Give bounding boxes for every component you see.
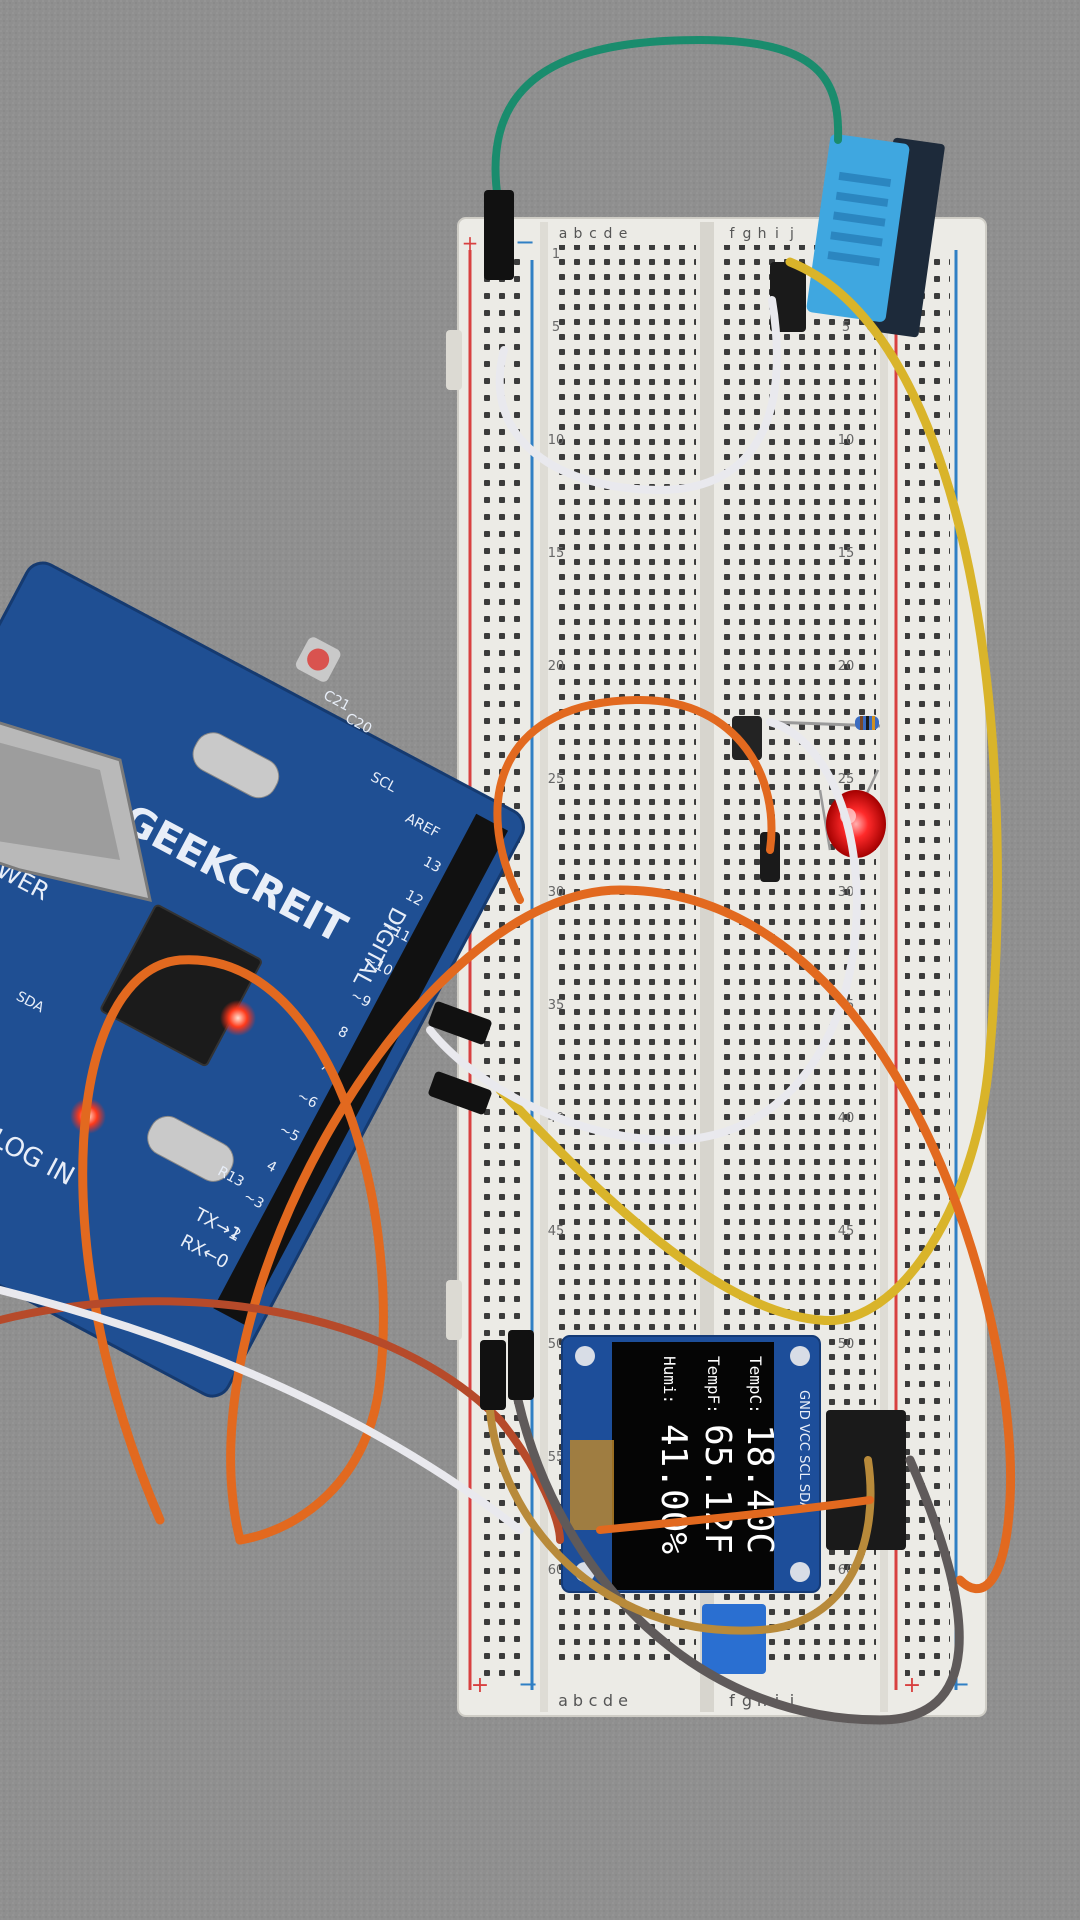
oled-header-connector bbox=[826, 1410, 906, 1550]
row-number-right: 45 bbox=[838, 1224, 855, 1239]
resistor bbox=[769, 716, 881, 730]
wire-orange-oled bbox=[596, 1496, 874, 1534]
oled-flex-cable bbox=[570, 1440, 614, 1530]
oled-temp-f-label: TempF: bbox=[704, 1356, 723, 1414]
transistor bbox=[732, 716, 762, 760]
row-number-right: 50 bbox=[838, 1337, 855, 1352]
wire-yellow-long bbox=[495, 257, 1002, 1325]
wire-green-plug bbox=[484, 190, 514, 280]
rail-minus-bottom-left: − bbox=[518, 1670, 538, 1698]
row-number-left: 60 bbox=[548, 1563, 565, 1578]
row-number-right: 40 bbox=[838, 1111, 855, 1126]
column-letter-bottom: a bbox=[558, 1691, 568, 1710]
column-letter-bottom: c bbox=[589, 1691, 598, 1710]
oled-screen bbox=[612, 1342, 774, 1590]
row-number-left: 25 bbox=[548, 772, 565, 787]
arduino-board: GEEKCREIT DIGITAL POWER ANALOG IN TX→1 R… bbox=[0, 561, 525, 1398]
column-letter-top: h bbox=[758, 226, 767, 242]
column-letter-bottom: e bbox=[618, 1691, 628, 1710]
column-letter-bottom: b bbox=[573, 1691, 583, 1710]
dht-connector bbox=[770, 262, 806, 332]
wire-white-mid bbox=[426, 718, 861, 1145]
oled-ribbon-tab bbox=[702, 1604, 766, 1674]
row-number-left: 35 bbox=[548, 998, 565, 1013]
row-number-right: 30 bbox=[838, 885, 855, 900]
row-number-left: 5 bbox=[552, 320, 560, 335]
row-number-left: 10 bbox=[548, 433, 565, 448]
column-letter-top: i bbox=[775, 226, 779, 242]
oled-humidity-value: 41.00% bbox=[653, 1424, 694, 1554]
wire-green bbox=[491, 35, 843, 204]
row-number-left: 45 bbox=[548, 1224, 565, 1239]
wire-white-top bbox=[495, 296, 781, 495]
column-letter-top: g bbox=[743, 226, 752, 242]
row-number-left: 50 bbox=[548, 1337, 565, 1352]
oled-temp-c-value: 18.40C bbox=[739, 1424, 780, 1554]
onboard-led-l bbox=[220, 1000, 256, 1036]
column-letter-bottom: d bbox=[603, 1691, 613, 1710]
usb-jack bbox=[0, 721, 152, 902]
wire-plug-4 bbox=[428, 1071, 492, 1115]
column-letter-top: e bbox=[619, 226, 628, 242]
column-letter-bottom: f bbox=[729, 1691, 735, 1710]
row-number-right: 5 bbox=[842, 320, 850, 335]
row-number-right: 15 bbox=[838, 546, 855, 561]
row-number-right: 20 bbox=[838, 659, 855, 674]
column-letter-top: c bbox=[589, 226, 597, 242]
rail-plus-top-left: + bbox=[462, 231, 479, 255]
column-letter-top: d bbox=[604, 226, 613, 242]
wire-pin-orange bbox=[760, 832, 780, 882]
crystal-oscillator bbox=[192, 732, 280, 799]
column-letter-top: a bbox=[559, 226, 568, 242]
rail-plus-bottom-right: + bbox=[903, 1673, 921, 1698]
row-number-left: 30 bbox=[548, 885, 565, 900]
digital-pin-label: 13 bbox=[420, 854, 443, 876]
row-number-right: 10 bbox=[838, 433, 855, 448]
dht-sensor bbox=[770, 134, 945, 338]
wire-orange-big bbox=[226, 885, 1016, 1593]
wire-gray bbox=[513, 1395, 964, 1725]
oled-temp-f-value: 65.12F bbox=[697, 1424, 738, 1554]
wire-plug-1 bbox=[480, 1340, 506, 1410]
digital-pin-label: 12 bbox=[403, 887, 426, 909]
wire-plug-2 bbox=[508, 1330, 534, 1400]
row-number-left: 1 bbox=[552, 247, 560, 262]
digital-header bbox=[213, 813, 509, 1326]
row-number-right: 25 bbox=[838, 772, 855, 787]
row-number-left: 15 bbox=[548, 546, 565, 561]
column-letter-top: f bbox=[730, 226, 736, 242]
wire-orange-loop bbox=[493, 695, 776, 904]
oled-temp-c-label: TempC: bbox=[746, 1356, 765, 1414]
column-letter-top: j bbox=[789, 226, 794, 242]
oled-pin-labels: GND VCC SCL SDA bbox=[796, 1390, 811, 1511]
wire-white-bottom bbox=[0, 1286, 524, 1534]
row-number-left: 20 bbox=[548, 659, 565, 674]
column-letter-bottom: j bbox=[789, 1691, 794, 1710]
oled-humidity-label: Humi: bbox=[660, 1356, 679, 1404]
row-number-left: 55 bbox=[548, 1450, 565, 1465]
rail-plus-bottom-left: + bbox=[471, 1673, 489, 1698]
column-letter-top: b bbox=[574, 226, 583, 242]
wire-tan bbox=[486, 1406, 875, 1635]
wire-plug-3 bbox=[428, 1001, 492, 1045]
wire-orange-arduino bbox=[78, 955, 388, 1545]
crystal-oscillator-2 bbox=[147, 1115, 234, 1182]
rail-minus-top-left: − bbox=[515, 228, 535, 256]
column-letter-bottom: g bbox=[742, 1691, 752, 1710]
